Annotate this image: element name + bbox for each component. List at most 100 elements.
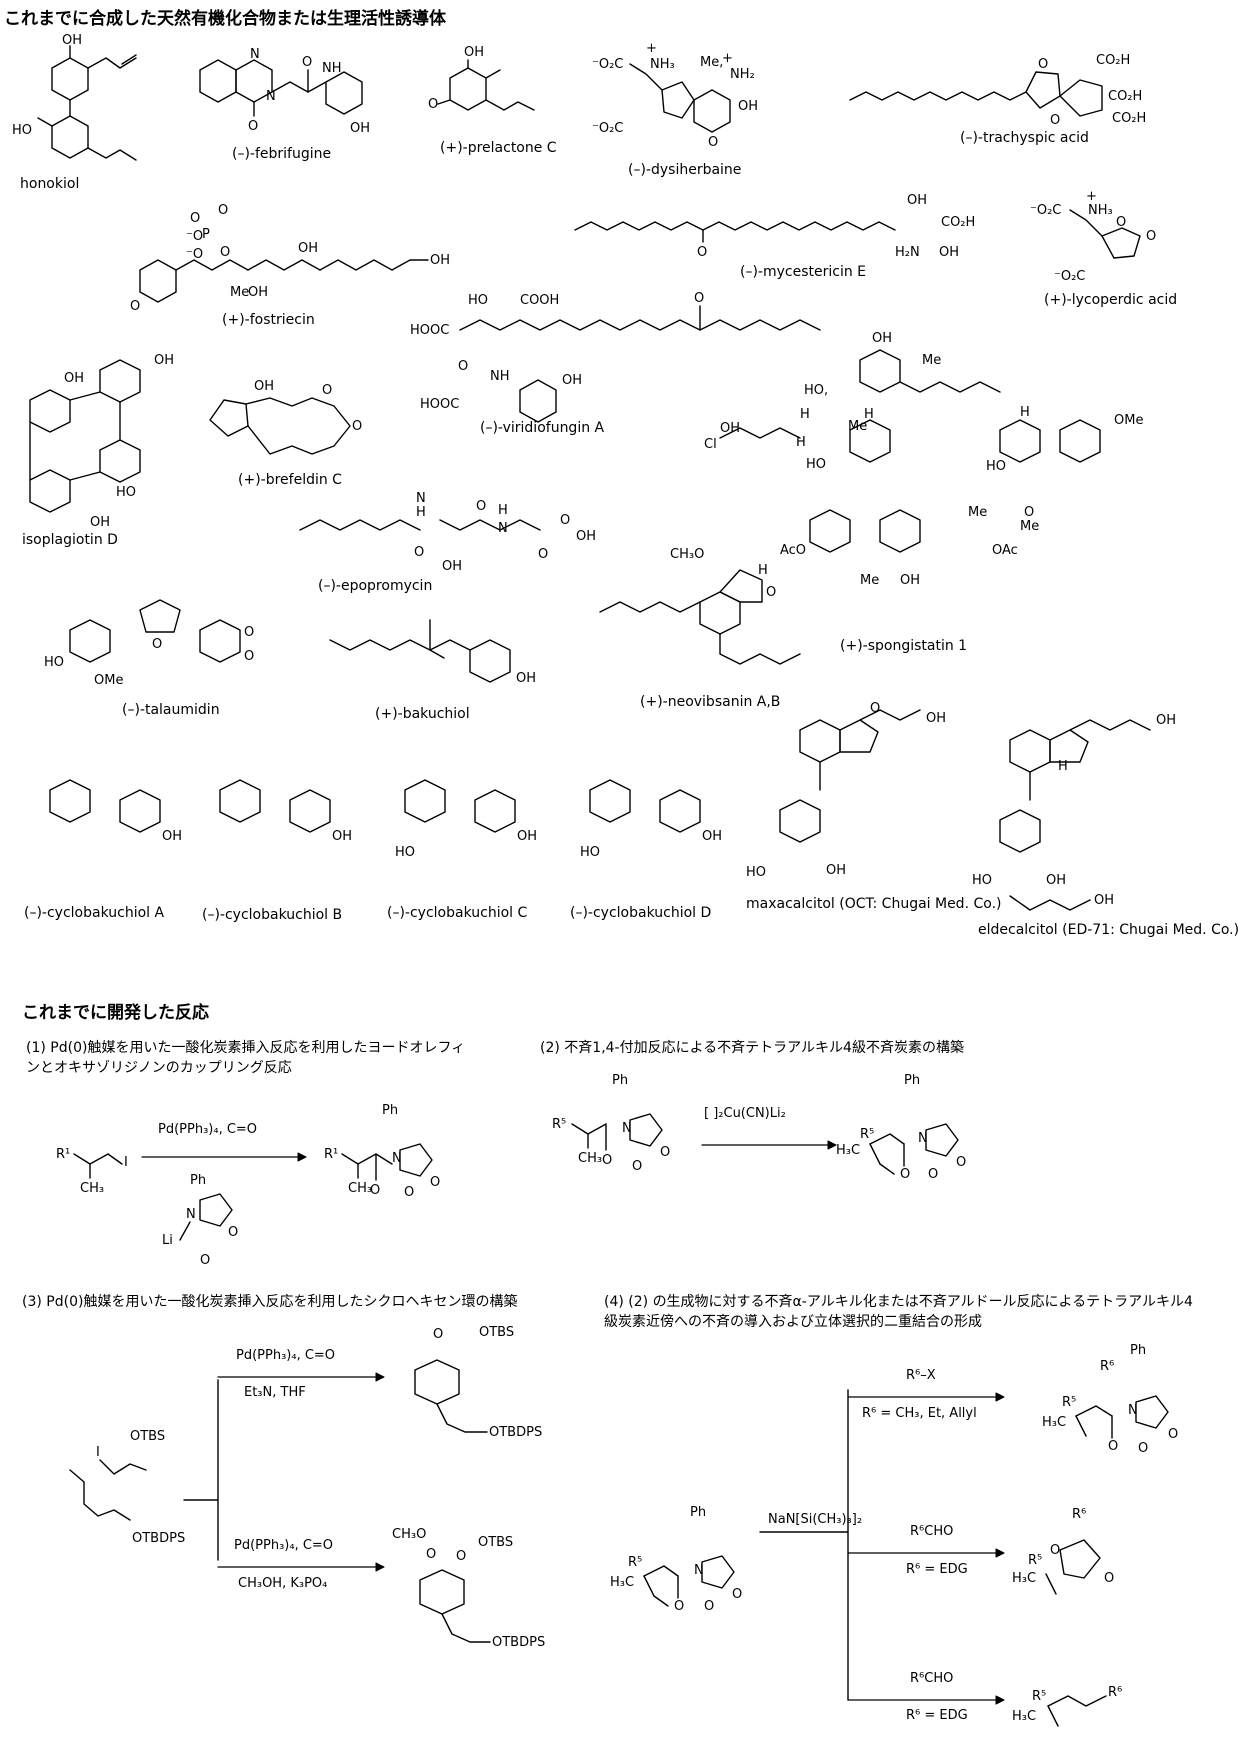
label-lycoperdic-acid: (+)-lycoperdic acid — [1044, 292, 1178, 308]
svg-text:O: O — [708, 135, 718, 150]
label-spongistatin-1: (+)-spongistatin 1 — [840, 638, 968, 654]
svg-text:H₃C: H₃C — [836, 1143, 860, 1158]
svg-text:N: N — [392, 1151, 402, 1166]
svg-text:O: O — [766, 585, 776, 600]
svg-text:N: N — [266, 89, 276, 104]
svg-text:CH₃: CH₃ — [578, 1151, 602, 1166]
svg-text:H: H — [416, 505, 426, 520]
svg-text:Li: Li — [162, 1233, 173, 1248]
svg-text:COOH: COOH — [520, 293, 559, 308]
svg-text:CO₂H: CO₂H — [1112, 111, 1146, 126]
svg-text:Ph: Ph — [190, 1173, 206, 1188]
reaction-4-arrow-1-reagent: R⁶–X — [906, 1368, 936, 1383]
svg-text:HO: HO — [395, 845, 415, 860]
svg-text:HO: HO — [746, 865, 766, 880]
svg-text:O: O — [1116, 215, 1126, 230]
section-heading-reactions: これまでに開発した反応 — [22, 1003, 209, 1023]
svg-text:O: O — [414, 545, 424, 560]
svg-text:+: + — [646, 41, 657, 56]
svg-text:O: O — [870, 701, 880, 716]
svg-text:AcO: AcO — [780, 543, 806, 558]
svg-text:+: + — [1086, 189, 1097, 204]
svg-text:OTBDPS: OTBDPS — [489, 1425, 542, 1440]
svg-text:R⁵: R⁵ — [628, 1555, 642, 1570]
svg-text:NH: NH — [490, 369, 510, 384]
svg-text:OH: OH — [1094, 893, 1114, 908]
label-mycestericin-e: (–)-mycestericin E — [740, 264, 867, 280]
label-cyclobakuchiol-a: (–)-cyclobakuchiol A — [24, 905, 165, 921]
svg-text:HO,: HO, — [804, 383, 828, 398]
svg-text:Me,: Me, — [700, 55, 723, 70]
svg-text:OH: OH — [826, 863, 846, 878]
svg-text:H: H — [1058, 759, 1068, 774]
svg-text:OTBDPS: OTBDPS — [132, 1531, 185, 1546]
svg-text:O: O — [433, 1327, 443, 1342]
svg-text:OH: OH — [517, 829, 537, 844]
svg-text:OH: OH — [738, 99, 758, 114]
svg-text:O: O — [732, 1587, 742, 1602]
reaction-1-condition: Pd(PPh₃)₄, C=O — [158, 1122, 258, 1137]
svg-text:H: H — [800, 407, 810, 422]
svg-text:O: O — [200, 1253, 210, 1268]
svg-text:OH: OH — [900, 573, 920, 588]
svg-text:O: O — [430, 1175, 440, 1190]
svg-text:HO: HO — [972, 873, 992, 888]
svg-text:OTBS: OTBS — [479, 1325, 514, 1340]
svg-text:NH: NH — [322, 61, 342, 76]
svg-text:H: H — [864, 407, 874, 422]
label-neovibsanin: (+)-neovibsanin A,B — [640, 694, 781, 710]
reaction-2-title: (2) 不斉1,4-付加反応による不斉テトラアルキル4級不斉炭素の構築 — [540, 1040, 964, 1056]
structure-cyclobakuchiol-c: OH HO — [395, 779, 537, 860]
svg-text:O: O — [428, 97, 438, 112]
svg-text:O: O — [1050, 1543, 1060, 1558]
svg-text:N: N — [1128, 1403, 1138, 1418]
svg-text:I: I — [96, 1445, 100, 1460]
svg-text:HO: HO — [12, 123, 32, 138]
svg-text:⁻O: ⁻O — [186, 229, 203, 244]
svg-text:O: O — [322, 383, 332, 398]
svg-text:OAc: OAc — [992, 543, 1018, 558]
svg-text:P: P — [202, 227, 210, 242]
reaction-4-arrow-1 — [847, 1392, 1005, 1402]
label-talaumidin: (–)-talaumidin — [122, 702, 220, 718]
svg-text:CO₂H: CO₂H — [1096, 53, 1130, 68]
svg-text:Me: Me — [968, 505, 987, 520]
svg-text:Me: Me — [922, 353, 941, 368]
reaction-4-arrow-2-note: R⁶ = EDG — [906, 1562, 968, 1577]
svg-text:Ph: Ph — [612, 1073, 628, 1088]
label-epopromycin: (–)-epopromycin — [318, 578, 433, 594]
svg-text:O: O — [152, 637, 162, 652]
svg-text:N: N — [416, 491, 426, 506]
svg-text:O: O — [674, 1599, 684, 1614]
svg-text:O: O — [302, 55, 312, 70]
svg-text:OTBDPS: OTBDPS — [492, 1635, 545, 1650]
svg-text:R⁶: R⁶ — [1072, 1507, 1086, 1522]
svg-text:HO: HO — [806, 457, 826, 472]
svg-text:O: O — [476, 499, 486, 514]
structure-cyclobakuchiol-a: OH — [49, 779, 182, 844]
svg-text:HOOC: HOOC — [420, 397, 459, 412]
svg-text:OH: OH — [154, 353, 174, 368]
reaction-2-condition: [ ]₂Cu(CN)Li₂ — [704, 1106, 786, 1121]
svg-text:Cl: Cl — [704, 437, 717, 452]
svg-text:Me: Me — [860, 573, 879, 588]
reaction-1-title: (1) Pd(0)触媒を用いた一酸化炭素挿入反応を利用したヨードオレフィンとオキ… — [26, 1040, 466, 1076]
svg-text:NH₃: NH₃ — [1088, 203, 1113, 218]
svg-text:O: O — [1138, 1441, 1148, 1456]
svg-text:OH: OH — [516, 671, 536, 686]
svg-text:O: O — [458, 359, 468, 374]
svg-text:CH₃O: CH₃O — [670, 547, 704, 562]
svg-text:HO: HO — [468, 293, 488, 308]
svg-text:O: O — [560, 513, 570, 528]
reaction-3-condition-top-1: Pd(PPh₃)₄, C=O — [236, 1348, 336, 1363]
label-prelactone-c: (+)-prelactone C — [440, 140, 557, 156]
svg-text:O: O — [130, 299, 140, 314]
svg-text:+: + — [722, 51, 733, 66]
